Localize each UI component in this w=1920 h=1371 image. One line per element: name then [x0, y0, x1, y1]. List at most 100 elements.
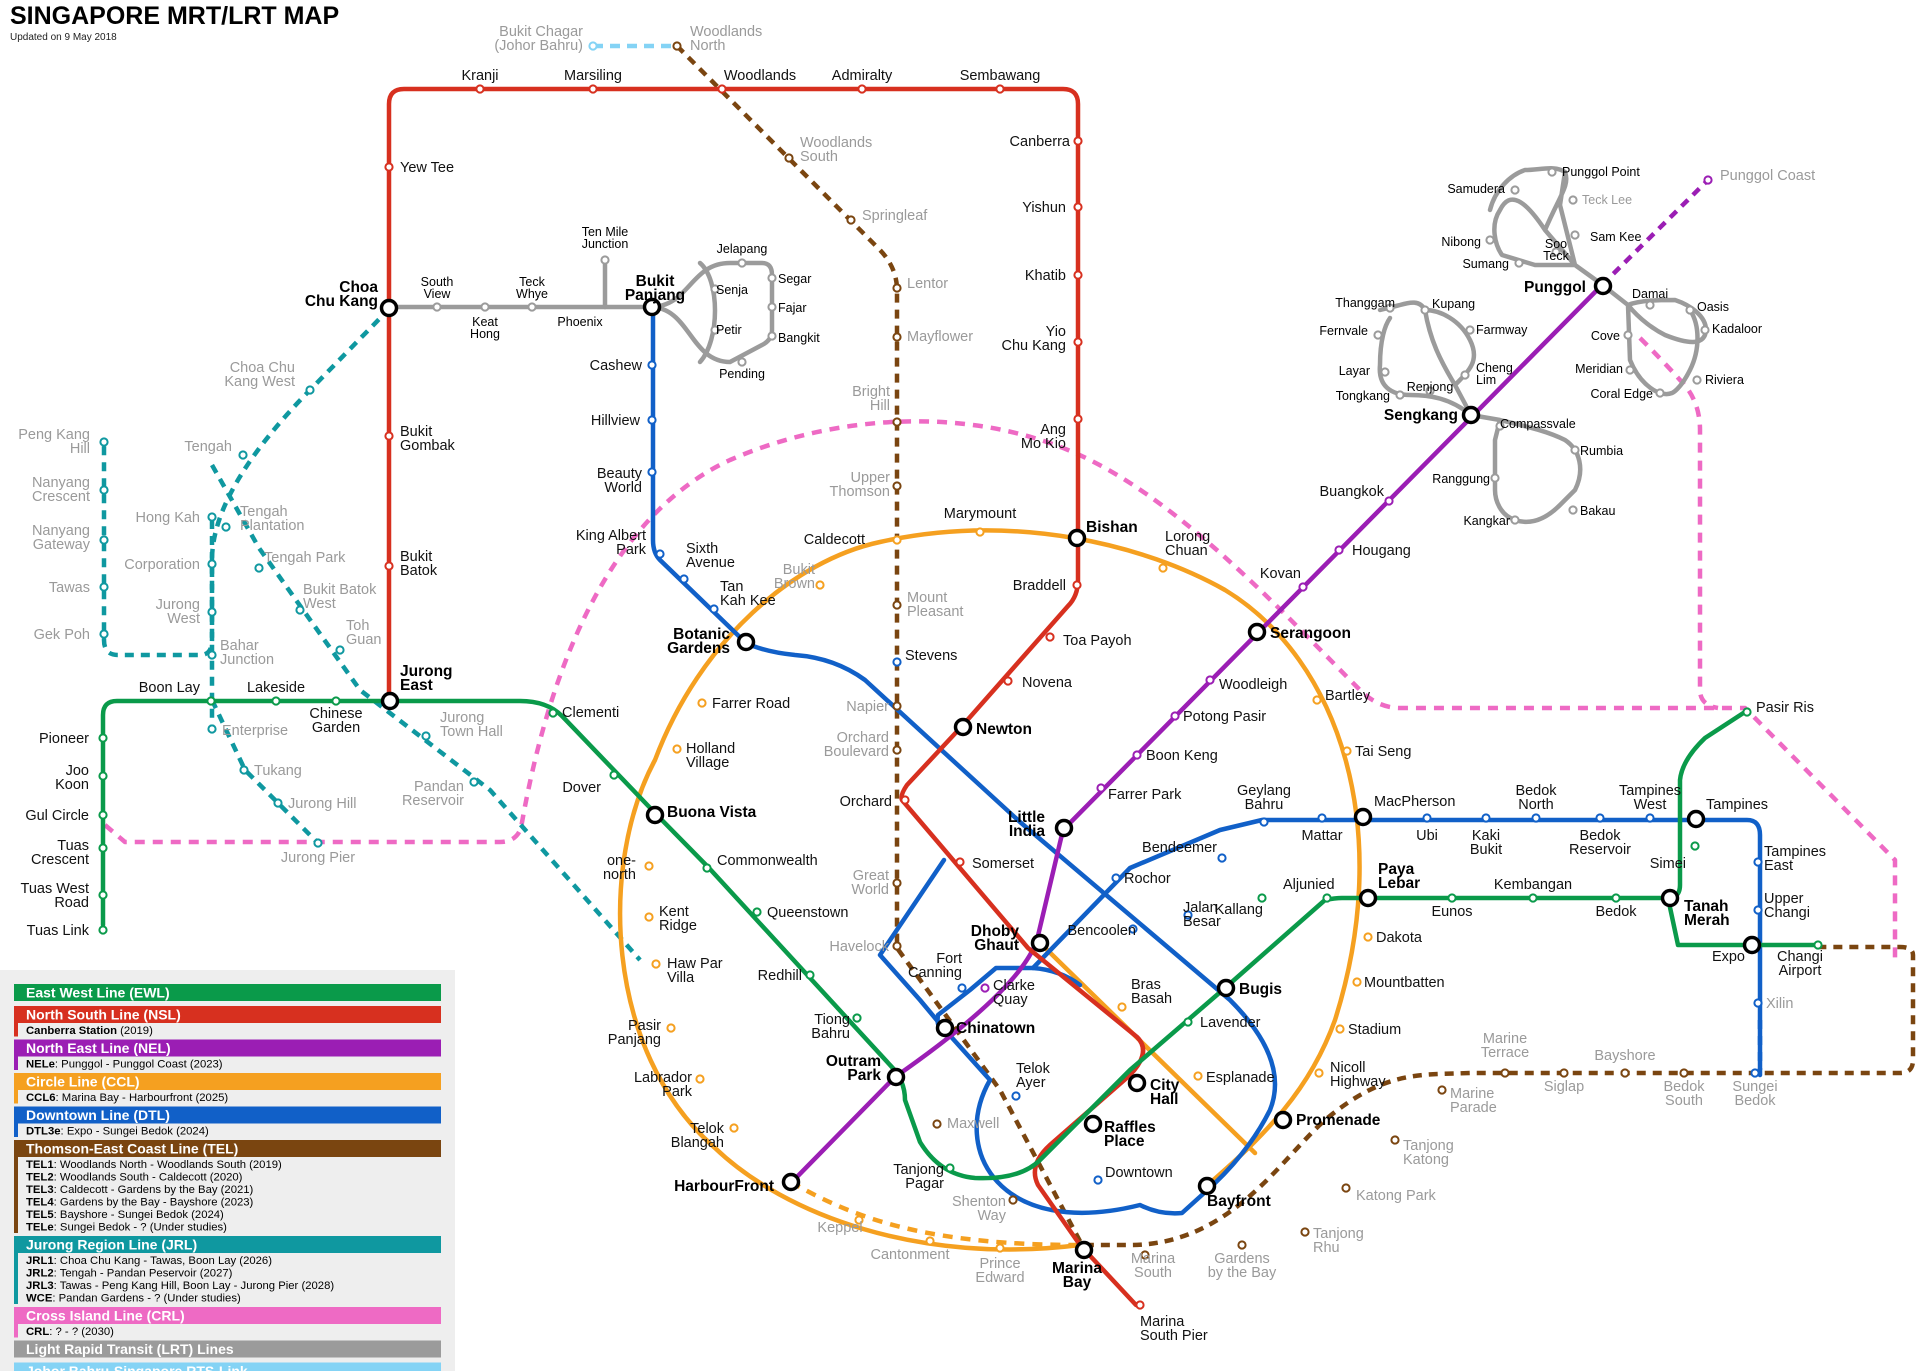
serangoon-station-dot[interactable] — [1247, 622, 1267, 642]
kallang-station-label[interactable]: Kallang — [1215, 902, 1263, 918]
mountbatten-station-dot[interactable] — [1352, 977, 1362, 987]
chinatown-station-dot[interactable] — [935, 1018, 955, 1038]
ranggung-station-label[interactable]: Ranggung — [1432, 472, 1490, 486]
choachukang-station-dot[interactable] — [379, 298, 399, 318]
clementi-station-dot[interactable] — [548, 708, 558, 718]
mattar-station-dot[interactable] — [1317, 813, 1327, 823]
stadium-station-label[interactable]: Stadium — [1348, 1022, 1401, 1038]
nanyangcrescent-station-dot[interactable] — [99, 485, 109, 495]
bahar-station-dot[interactable] — [207, 650, 217, 660]
gekpoh-station-label[interactable]: Gek Poh — [34, 627, 90, 643]
sumang-station-label[interactable]: Sumang — [1462, 257, 1509, 271]
springleaf-station-label[interactable]: Springleaf — [862, 208, 928, 224]
braddell-station-dot[interactable] — [1072, 580, 1082, 590]
kallang-station-dot[interactable] — [1257, 893, 1267, 903]
lakeside-station-dot[interactable] — [271, 696, 281, 706]
jurongwest-station-dot[interactable] — [207, 607, 217, 617]
farmway-station-dot[interactable] — [1465, 325, 1475, 335]
layar-station-label[interactable]: Layar — [1339, 364, 1370, 378]
cashew-station-dot[interactable] — [647, 360, 657, 370]
marinabay-station-dot[interactable] — [1074, 1240, 1094, 1260]
hillview-station-dot[interactable] — [647, 415, 657, 425]
kranji-station-dot[interactable] — [475, 84, 485, 94]
pioneer-station-dot[interactable] — [98, 733, 108, 743]
bayshore-station-dot[interactable] — [1620, 1068, 1630, 1078]
chinesegarden-station-dot[interactable] — [331, 696, 341, 706]
tongkang-station-dot[interactable] — [1395, 390, 1405, 400]
tankahkee-station-dot[interactable] — [709, 604, 719, 614]
dakota-station-dot[interactable] — [1363, 932, 1373, 942]
upperchangi-station-dot[interactable] — [1753, 905, 1763, 915]
bedoksouth-station-dot[interactable] — [1679, 1068, 1689, 1078]
stevens-station-label[interactable]: Stevens — [905, 648, 957, 664]
sembawang-station-label[interactable]: Sembawang — [960, 68, 1041, 84]
bukitgombak-station-dot[interactable] — [384, 431, 394, 441]
maxwell-station-label[interactable]: Maxwell — [947, 1116, 999, 1132]
kadaloor-station-dot[interactable] — [1700, 325, 1710, 335]
marymount-station-label[interactable]: Marymount — [944, 506, 1017, 522]
khatib-station-dot[interactable] — [1073, 270, 1083, 280]
bukitpanjang-station-dot[interactable] — [642, 297, 662, 317]
samudera-station-dot[interactable] — [1510, 185, 1520, 195]
gulcircle-station-label[interactable]: Gul Circle — [25, 808, 89, 824]
pending-station-dot[interactable] — [737, 357, 747, 367]
fajar-station-label[interactable]: Fajar — [778, 301, 806, 315]
tanjongpagar-station-dot[interactable] — [945, 1163, 955, 1173]
corporation-station-dot[interactable] — [207, 559, 217, 569]
renjong-station-dot[interactable] — [1425, 386, 1435, 396]
lorongchuan-station-dot[interactable] — [1158, 563, 1168, 573]
payalebar-station-dot[interactable] — [1358, 888, 1378, 908]
senja-station-label[interactable]: Senja — [716, 283, 748, 297]
farrerpark-station-label[interactable]: Farrer Park — [1108, 787, 1182, 803]
fernvale-station-label[interactable]: Fernvale — [1319, 324, 1368, 338]
boonkeng-station-dot[interactable] — [1132, 750, 1142, 760]
bras-station-dot[interactable] — [1117, 1002, 1127, 1012]
jelapang-station-dot[interactable] — [737, 258, 747, 268]
jurongtownhall-station-dot[interactable] — [421, 731, 431, 741]
bedoknorth-station-dot[interactable] — [1531, 813, 1541, 823]
kingalbert-station-dot[interactable] — [655, 549, 665, 559]
mountpleasant-station-dot[interactable] — [892, 600, 902, 610]
kupang-station-label[interactable]: Kupang — [1432, 297, 1475, 311]
meridian-station-dot[interactable] — [1625, 365, 1635, 375]
princeedward-station-dot[interactable] — [995, 1243, 1005, 1253]
bayshore-station-label[interactable]: Bayshore — [1594, 1048, 1655, 1064]
woodlandssouth-station-dot[interactable] — [784, 153, 794, 163]
juronghill-station-label[interactable]: Jurong Hill — [288, 796, 357, 812]
somerset-station-dot[interactable] — [955, 857, 965, 867]
pending-station-label[interactable]: Pending — [719, 367, 765, 381]
kembangan-station-label[interactable]: Kembangan — [1494, 877, 1572, 893]
tampines-station-dot[interactable] — [1686, 809, 1706, 829]
tuaslink-station-label[interactable]: Tuas Link — [27, 923, 90, 939]
expo-station-label[interactable]: Expo — [1712, 949, 1745, 965]
sixthavenue-station-dot[interactable] — [679, 574, 689, 584]
thanggam-station-dot[interactable] — [1385, 303, 1395, 313]
dakota-station-label[interactable]: Dakota — [1376, 930, 1423, 946]
bukitbatok-station-dot[interactable] — [384, 561, 394, 571]
downtown-station-label[interactable]: Downtown — [1105, 1165, 1173, 1181]
